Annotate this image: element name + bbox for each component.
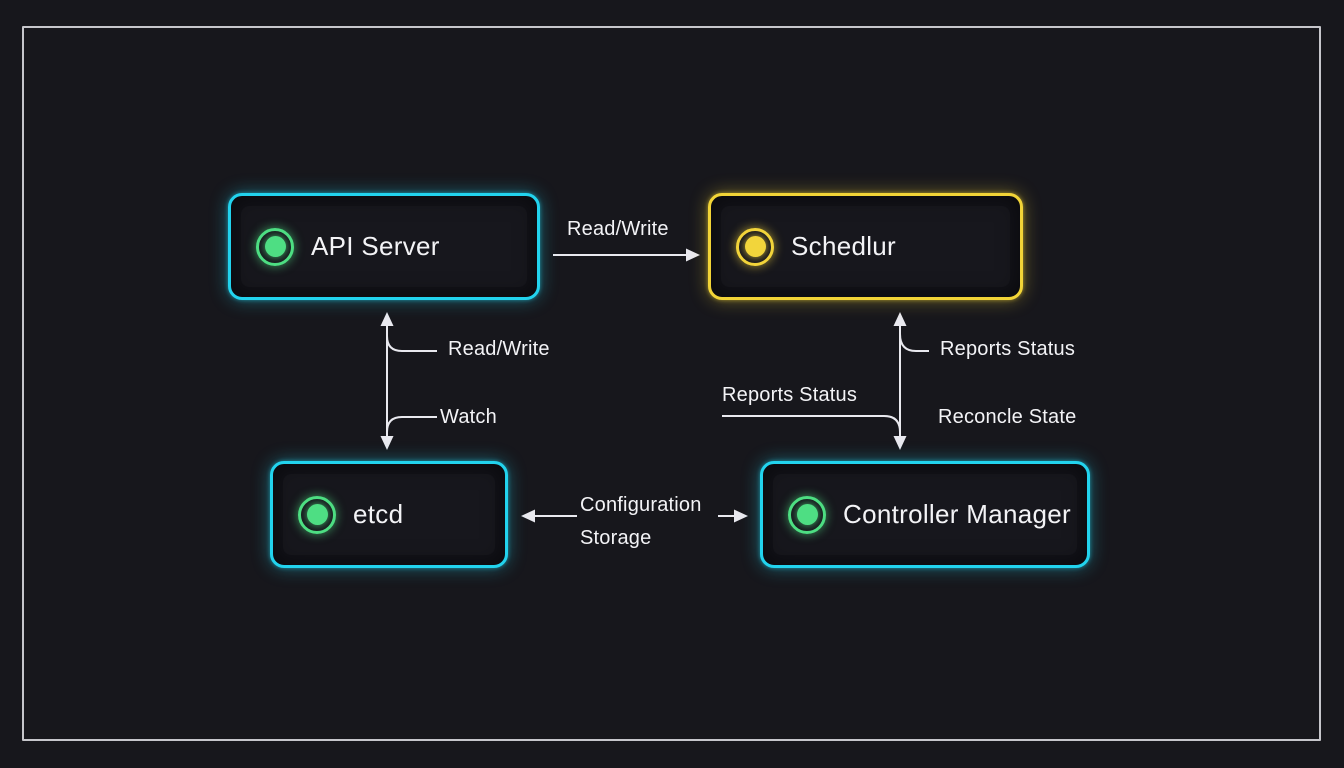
node-label: Schedlur [791,231,897,261]
node-controller-manager[interactable]: Controller Manager [760,461,1090,568]
status-dot-icon [256,227,294,266]
edge-label-watch: Watch [440,406,497,428]
status-dot-icon [788,495,826,534]
node-label: API Server [311,231,440,261]
edge-label-read-write-left: Read/Write [448,338,550,360]
status-dot-icon [736,227,774,266]
edge-label-read-write-top: Read/Write [567,218,669,240]
diagram-frame-border [22,26,1321,741]
edge-label-configuration-storage: Configuration Storage [580,494,702,549]
node-scheduler[interactable]: Schedlur [708,193,1023,300]
status-dot-icon [298,495,336,534]
node-label: Controller Manager [843,499,1071,529]
node-api-server[interactable]: API Server [228,193,540,300]
edge-label-reports-status-left: Reports Status [722,384,858,406]
edge-label-reconcile-state: Reconcle State [938,406,1077,428]
node-label: etcd [353,499,404,529]
edge-label-reports-status-right: Reports Status [940,338,1076,360]
node-etcd[interactable]: etcd [270,461,508,568]
